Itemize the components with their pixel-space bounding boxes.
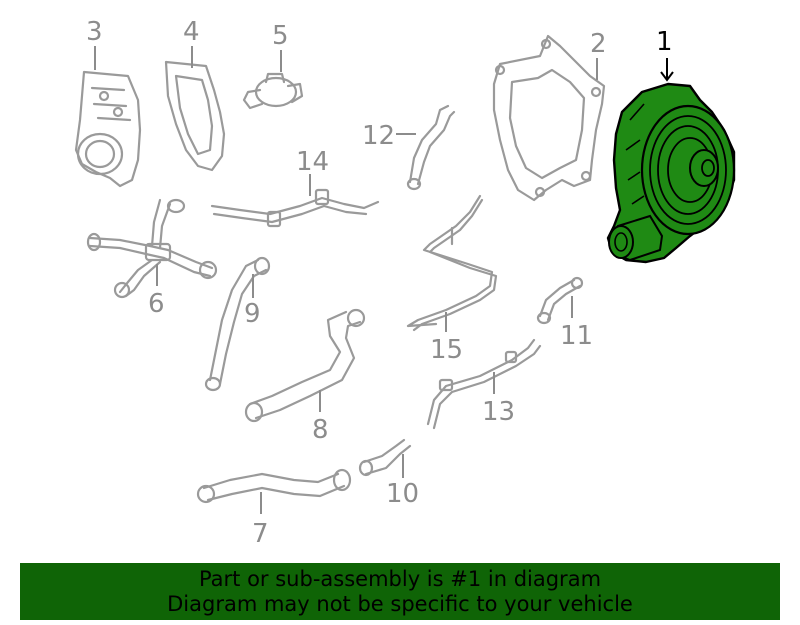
part-14-pipe[interactable] xyxy=(210,188,380,228)
part-13-pipe[interactable] xyxy=(426,338,542,430)
leader-1-arrow xyxy=(660,71,674,82)
part-4-gasket[interactable] xyxy=(164,60,226,172)
callout-11[interactable]: 11 xyxy=(560,321,593,351)
part-8-hose[interactable] xyxy=(244,308,366,423)
banner-line-1: Part or sub-assembly is #1 in diagram xyxy=(198,567,602,591)
callout-14[interactable]: 14 xyxy=(296,147,329,177)
part-11-hose[interactable] xyxy=(536,276,584,325)
parts-diagram: 1 2 3 4 5 6 7 8 9 10 11 12 13 14 15 xyxy=(74,17,736,549)
callout-7[interactable]: 7 xyxy=(252,519,269,549)
part-12-hose[interactable] xyxy=(406,104,456,191)
callout-15[interactable]: 15 xyxy=(430,335,463,365)
part-7-hose[interactable] xyxy=(196,468,352,504)
callout-5[interactable]: 5 xyxy=(272,21,289,51)
callout-4[interactable]: 4 xyxy=(183,17,200,47)
part-10-hose[interactable] xyxy=(358,438,412,477)
part-2-gasket[interactable] xyxy=(492,34,606,202)
callout-10[interactable]: 10 xyxy=(386,479,419,509)
callout-1[interactable]: 1 xyxy=(656,27,673,57)
part-15-tube[interactable] xyxy=(406,194,498,332)
callout-2[interactable]: 2 xyxy=(590,29,607,59)
info-banner: Part or sub-assembly is #1 in diagram Di… xyxy=(20,563,780,620)
callout-3[interactable]: 3 xyxy=(86,17,103,47)
callout-13[interactable]: 13 xyxy=(482,397,515,427)
part-5-thermostat[interactable] xyxy=(242,72,304,110)
part-3-housing[interactable] xyxy=(74,70,142,188)
banner-line-2: Diagram may not be specific to your vehi… xyxy=(167,592,633,616)
part-9-hose[interactable] xyxy=(204,256,271,392)
callout-12[interactable]: 12 xyxy=(362,121,395,151)
callout-6[interactable]: 6 xyxy=(148,289,165,319)
part-6-hose-assembly[interactable] xyxy=(86,198,218,299)
callout-9[interactable]: 9 xyxy=(244,299,261,329)
part-1-water-pump[interactable] xyxy=(606,82,736,264)
callout-8[interactable]: 8 xyxy=(312,415,329,445)
